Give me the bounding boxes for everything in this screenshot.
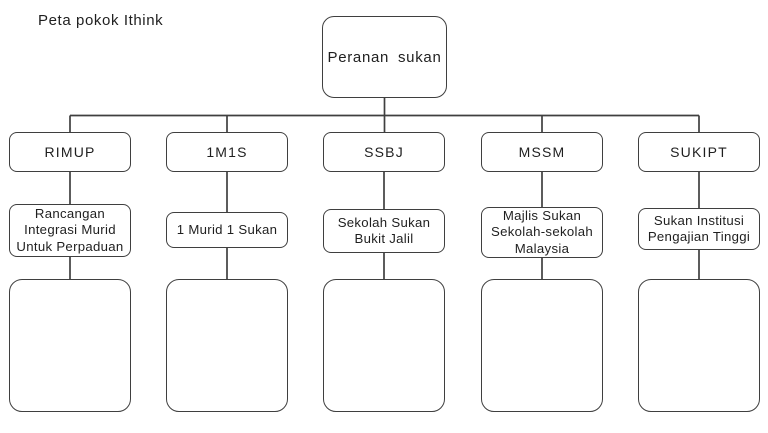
- empty-node-mssm: [481, 279, 603, 412]
- branch-node-label: 1M1S: [206, 144, 248, 160]
- page-title: Peta pokok Ithink: [38, 12, 164, 29]
- description-text: 1 Murid 1 Sukan: [176, 221, 278, 237]
- branch-node-label: SSBJ: [364, 144, 404, 160]
- description-node-1m1s: 1 Murid 1 Sukan: [166, 212, 288, 248]
- branch-node-mssm: MSSM: [481, 132, 603, 172]
- description-node-ssbj: Sekolah Sukan Bukit Jalil: [323, 209, 445, 253]
- branch-node-sukipt: SUKIPT: [638, 132, 760, 172]
- description-node-sukipt: Sukan Institusi Pengajian Tinggi: [638, 208, 760, 250]
- branch-node-1m1s: 1M1S: [166, 132, 288, 172]
- empty-node-ssbj: [323, 279, 445, 412]
- branch-node-label: RIMUP: [44, 144, 96, 160]
- description-text: Sekolah Sukan Bukit Jalil: [337, 214, 431, 247]
- description-text: Rancangan Integrasi Murid Untuk Perpadua…: [16, 205, 124, 254]
- branch-node-label: SUKIPT: [670, 144, 728, 160]
- branch-node-rimup: RIMUP: [9, 132, 131, 172]
- empty-node-rimup: [9, 279, 131, 412]
- root-node-peranan-sukan: Peranan sukan: [322, 16, 447, 98]
- root-node-label: Peranan sukan: [327, 48, 442, 66]
- description-text: Majlis Sukan Sekolah-sekolah Malaysia: [490, 207, 593, 256]
- branch-node-ssbj: SSBJ: [323, 132, 445, 172]
- description-text: Sukan Institusi Pengajian Tinggi: [647, 212, 751, 245]
- branch-node-label: MSSM: [518, 144, 566, 160]
- empty-node-sukipt: [638, 279, 760, 412]
- description-node-mssm: Majlis Sukan Sekolah-sekolah Malaysia: [481, 207, 603, 258]
- empty-node-1m1s: [166, 279, 288, 412]
- description-node-rimup: Rancangan Integrasi Murid Untuk Perpadua…: [9, 204, 131, 257]
